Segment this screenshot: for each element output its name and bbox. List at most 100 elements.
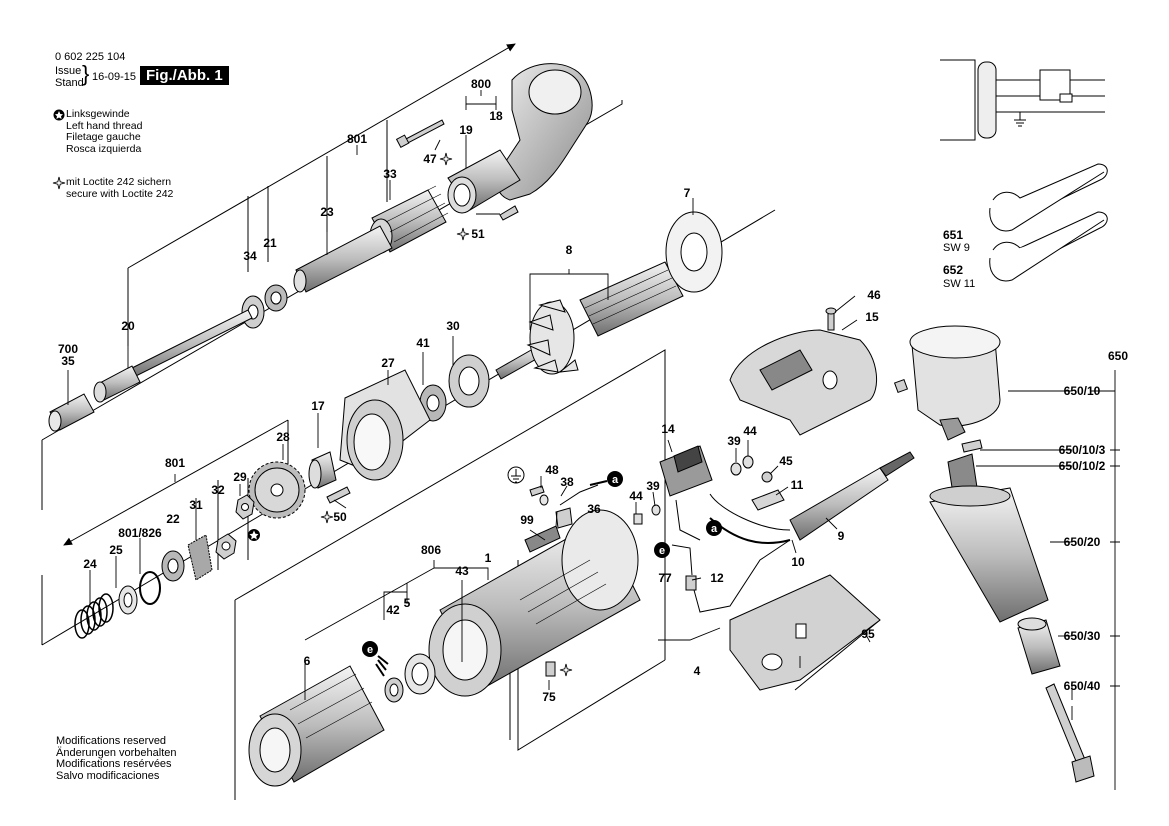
callout-806: 806 (421, 543, 441, 557)
handle-cover-4 (729, 574, 881, 691)
switch-cover-15 (729, 329, 878, 436)
legend-line: Left hand thread (66, 119, 143, 132)
callout-22: 22 (166, 512, 180, 526)
legend-line: Rosca izquierda (66, 142, 142, 155)
callout-99: 99 (520, 513, 534, 527)
legend-line: Filetage gauche (66, 131, 141, 143)
rating-plate-99 (524, 525, 561, 553)
marker-a-icon: a (607, 471, 623, 487)
callout-801: 801 (347, 132, 367, 146)
screw-46 (825, 307, 837, 331)
callout-39: 39 (646, 479, 660, 493)
screw-50 (326, 486, 351, 504)
spindle-23 (293, 225, 393, 293)
callout-800: 800 (471, 77, 491, 91)
callout-12: 12 (710, 571, 724, 585)
loctite-legend: mit Loctite 242 sichern secure with Loct… (66, 176, 174, 200)
issue-date: 16-09-15 (92, 71, 137, 83)
cable-guard-9 (789, 451, 915, 541)
spring-24 (74, 593, 114, 639)
callout-47: 47 (423, 152, 437, 166)
callout-15: 15 (865, 310, 879, 324)
wrench-labels: 651 SW 9 652 SW 11 (943, 228, 975, 290)
screw-75 (545, 661, 556, 677)
wrench-651-size: SW 9 (943, 242, 970, 254)
marker-a-label: a (711, 523, 718, 535)
marker-a-icon: a (706, 520, 722, 536)
callout-650-10-2: 650/10/2 (1059, 459, 1106, 473)
handle-grip-650-20 (929, 485, 1049, 623)
callout-21: 21 (263, 236, 277, 250)
header-brace: } (82, 61, 90, 86)
collet-700 (48, 393, 95, 432)
bushing-42 (384, 677, 404, 703)
leader-lines (67, 90, 1120, 790)
callout-75: 75 (542, 690, 556, 704)
marker-e-icon: e (362, 641, 378, 657)
washers-39-44 (633, 455, 754, 525)
callout-31: 31 (189, 498, 203, 512)
oring-826 (139, 571, 161, 605)
screw-51 (499, 205, 519, 221)
legend-line: Linksgewinde (66, 108, 130, 120)
callout-650: 650 (1108, 349, 1128, 363)
callout-27: 27 (381, 356, 395, 370)
legend-line: secure with Loctite 242 (66, 187, 174, 200)
callout-650-10-3: 650/10/3 (1059, 443, 1106, 457)
callout-801: 801 (165, 456, 185, 470)
bearing-plate-27 (339, 369, 431, 481)
wrench-652-size: SW 11 (943, 278, 975, 290)
callout-39: 39 (727, 434, 741, 448)
callout-18: 18 (489, 109, 503, 123)
callout-44: 44 (743, 424, 757, 438)
callout-labels: 800 19 18 801 33 47 23 51 7 34 21 8 20 7… (58, 77, 1128, 704)
callout-30: 30 (446, 319, 460, 333)
terminal-36 (555, 507, 573, 529)
legend-line: mit Loctite 242 sichern (66, 176, 172, 188)
callout-45: 45 (779, 454, 793, 468)
left-hand-thread-icon (53, 109, 65, 121)
callout-95: 95 (861, 627, 875, 641)
screw-45 (761, 471, 773, 483)
callout-650-10: 650/10 (1064, 384, 1101, 398)
ring-5 (404, 653, 436, 695)
callout-1: 1 (485, 551, 492, 565)
callout-650-20: 650/20 (1064, 535, 1101, 549)
callout-34: 34 (243, 249, 257, 263)
callout-650-40: 650/40 (1064, 679, 1101, 693)
bolt-650-40 (1045, 683, 1095, 783)
modifications-line: Modifications reserved (56, 735, 167, 747)
callout-29: 29 (233, 470, 247, 484)
callout-801-826: 801/826 (118, 526, 162, 540)
callout-17: 17 (311, 399, 325, 413)
callout-36: 36 (587, 502, 601, 516)
stator-6 (248, 665, 385, 787)
figure-label: Fig./Abb. 1 (140, 66, 229, 85)
callout-700: 700 (58, 342, 78, 356)
callout-77: 77 (658, 571, 672, 585)
callout-14: 14 (661, 422, 675, 436)
issue-label: Issue (55, 65, 82, 77)
callout-7: 7 (684, 186, 691, 200)
marker-e-label: e (367, 644, 373, 656)
handle-band-650-10 (909, 325, 1001, 441)
callout-650-30: 650/30 (1064, 629, 1101, 643)
callout-11: 11 (791, 478, 804, 492)
insert-650-30 (1017, 617, 1061, 675)
wiring-schematic (940, 59, 1105, 141)
gear-housing (447, 63, 593, 214)
marker-a-label: a (612, 474, 619, 486)
wrench-651-icon (989, 163, 1108, 232)
callout-43: 43 (455, 564, 469, 578)
drive-shaft-20 (93, 309, 253, 403)
callout-6: 6 (304, 654, 311, 668)
callout-4: 4 (694, 664, 701, 678)
pinion-31 (187, 534, 213, 581)
callout-51: 51 (471, 227, 485, 241)
nut-29 (235, 494, 255, 520)
marker-e-icon: e (654, 542, 670, 558)
callout-50: 50 (333, 510, 347, 524)
callout-44: 44 (629, 489, 643, 503)
